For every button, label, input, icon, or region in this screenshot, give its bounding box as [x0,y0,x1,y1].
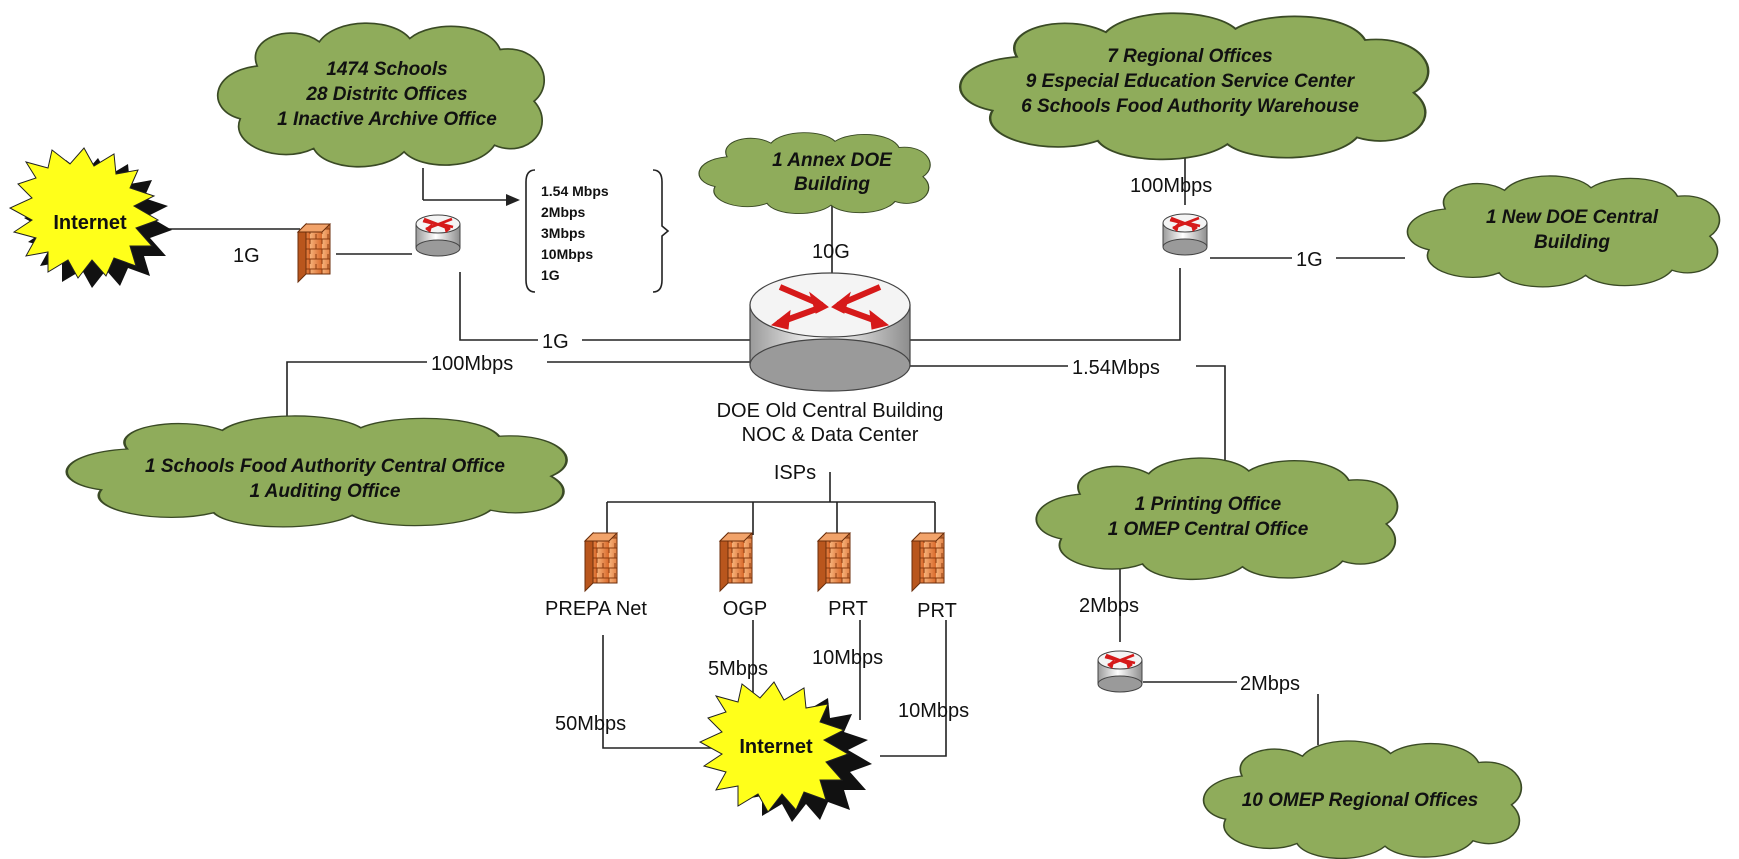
cloud-label: 9 Especial Education Service Center [1026,71,1356,92]
link-label: 50Mbps [555,713,626,735]
cloud-label: 1474 Schools [326,59,447,80]
speed-option: 10Mbps [541,246,593,262]
isp-label: PRT [917,600,957,622]
router-icon [1096,649,1144,694]
cloud-printing: 1 Printing Office 1 OMEP Central Office [1035,457,1399,581]
link-label: 2Mbps [1240,673,1300,695]
core-router-icon [749,272,911,392]
cloud-label: 1 Auditing Office [250,481,401,502]
cloud-label: 1 Printing Office [1135,494,1282,515]
internet-burst-bottom: Internet [698,681,872,822]
core-subtitle: NOC & Data Center [742,424,919,446]
internet-burst-top-left: Internet [8,147,172,288]
link-labels: 1G 10G 100Mbps 1G 1G 100Mbps 1.54Mbps 2M… [229,175,1336,735]
link-label: 1G [233,245,260,267]
link-label: 100Mbps [1130,175,1212,197]
router-icon [1161,212,1209,257]
cloud-label: Building [1534,232,1610,253]
isps-label: ISPs [774,462,816,484]
speed-option: 3Mbps [541,225,586,241]
cloud-label: 7 Regional Offices [1107,46,1272,67]
cloud-label: 1 Annex DOE [772,150,893,171]
link-label: 1G [542,331,569,353]
internet-label: Internet [739,736,813,758]
speed-option: 1G [541,267,560,283]
speed-options-list: 1.54 Mbps 2Mbps 3Mbps 10Mbps 1G [525,169,670,293]
firewall-icon [297,223,331,283]
internet-label: Internet [53,212,127,234]
cloud-label: 6 Schools Food Authority Warehouse [1021,96,1359,117]
cloud-omep-regional: 10 OMEP Regional Offices [1202,740,1523,859]
firewall-icon [584,532,618,592]
cloud-new-central: 1 New DOE Central Building [1406,175,1721,288]
cloud-food-auditing: 1 Schools Food Authority Central Office … [65,414,568,529]
cloud-label: 1 OMEP Central Office [1108,519,1309,540]
cloud-label: 1 New DOE Central [1486,207,1659,228]
cloud-label: 1 Schools Food Authority Central Office [145,456,505,477]
isp-labels: PREPA Net OGP PRT PRT [545,598,957,622]
firewall-icon [817,532,851,592]
link-label: 10G [812,241,850,263]
cloud-schools: 1474 Schools 28 Distritc Offices 1 Inact… [216,22,546,168]
core-labels: DOE Old Central Building NOC & Data Cent… [717,400,944,484]
link-label: 100Mbps [431,353,513,375]
link-label: 2Mbps [1079,595,1139,617]
link-label: 10Mbps [898,700,969,722]
isp-label: PRT [828,598,868,620]
link-label: 1.54Mbps [1072,357,1160,379]
cloud-annex: 1 Annex DOE Building [698,132,931,215]
cloud-label: 10 OMEP Regional Offices [1242,790,1479,811]
cloud-regional: 7 Regional Offices 9 Especial Education … [959,12,1430,161]
cloud-label: 28 Distritc Offices [305,84,467,105]
speed-option: 2Mbps [541,204,586,220]
link-label: 10Mbps [812,647,883,669]
firewall-icon [719,532,753,592]
cloud-label: Building [794,174,870,195]
core-title: DOE Old Central Building [717,400,944,422]
speed-option: 1.54 Mbps [541,183,609,199]
router-icon [414,213,462,258]
isp-label: OGP [723,598,767,620]
link-label: 5Mbps [708,658,768,680]
isp-label: PREPA Net [545,598,647,620]
firewall-icon [911,532,945,592]
cloud-label: 1 Inactive Archive Office [277,109,497,130]
link-label: 1G [1296,249,1323,271]
